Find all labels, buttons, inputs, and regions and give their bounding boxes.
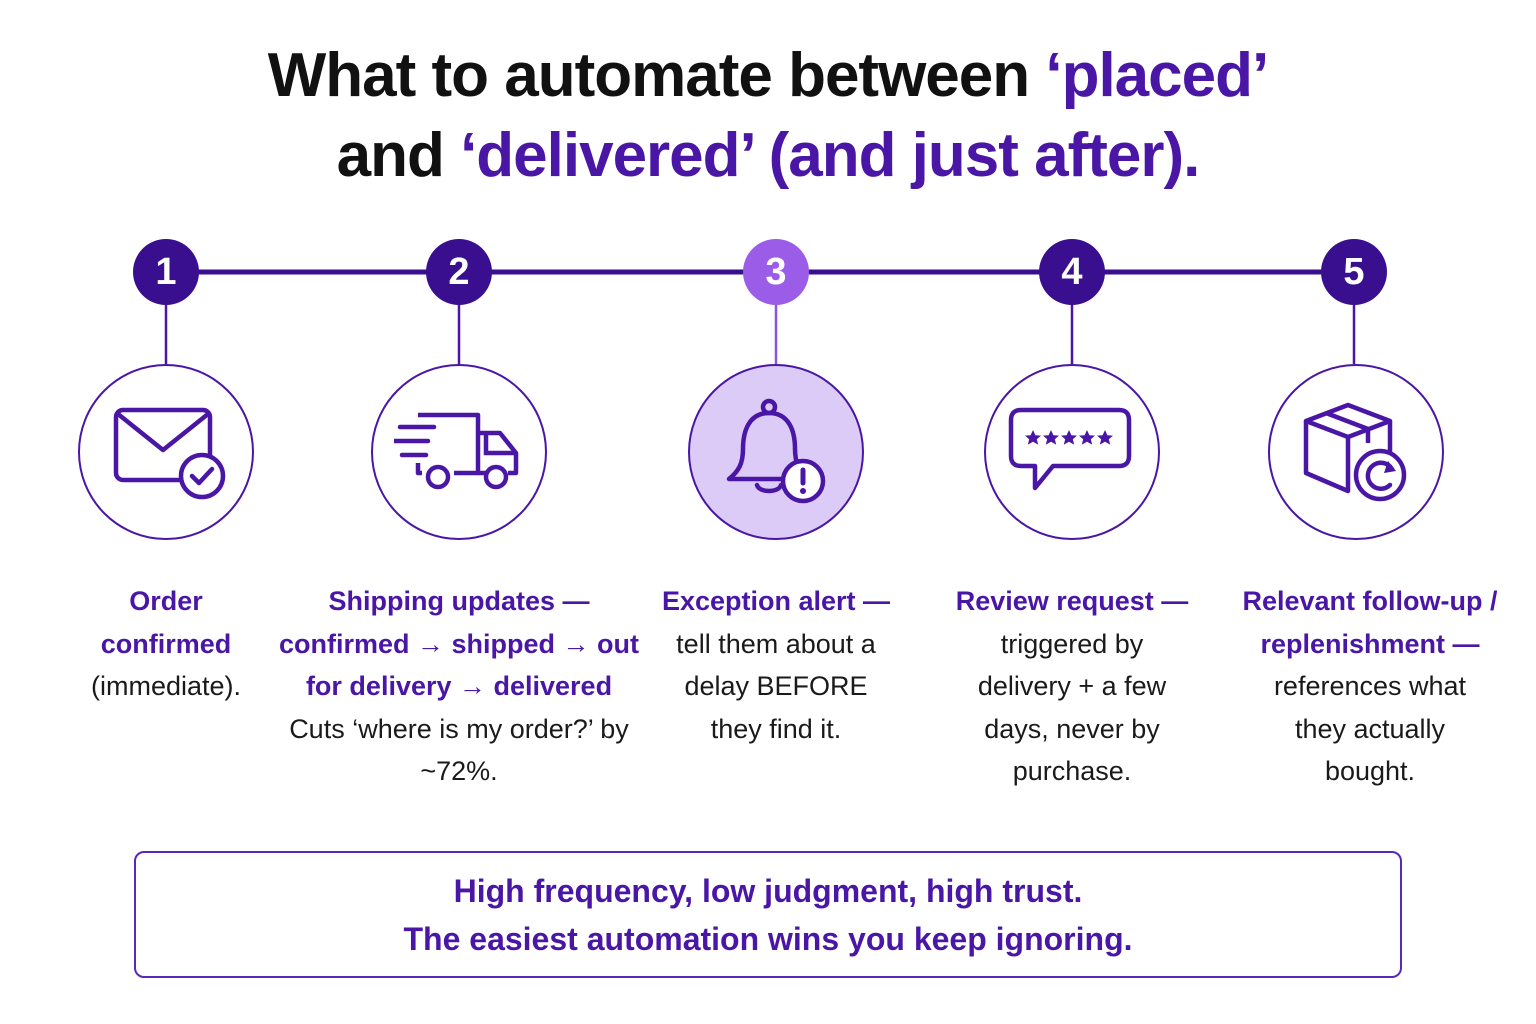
title-highlight-delivered: ‘delivered’ (and just after). <box>460 121 1200 190</box>
step-number-1: 1 <box>133 239 199 305</box>
title-line-2: and ‘delivered’ (and just after). <box>336 121 1201 190</box>
callout-box: High frequency, low judgment, high trust… <box>134 851 1402 978</box>
step-icon-circle-2 <box>371 364 547 540</box>
step-caption-2: Shipping updates — confirmed → shipped →… <box>279 580 639 793</box>
page-title: What to automate between ‘placed’ and ‘d… <box>0 36 1536 196</box>
step-body-3: tell them about a delay BEFORE they find… <box>676 628 876 744</box>
step-caption-4: Review request — triggered by delivery +… <box>932 580 1212 793</box>
review-stars-bubble-icon <box>1008 407 1132 491</box>
step-heading-2: Shipping updates — confirmed → shipped →… <box>279 586 640 701</box>
title-line-1: What to automate between ‘placed’ <box>267 41 1269 110</box>
step-body-1: (immediate). <box>90 671 242 701</box>
callout-line-2: The easiest automation wins you keep ign… <box>403 920 1133 957</box>
bell-alert-icon <box>726 398 826 504</box>
step-body-4: triggered by delivery + a few days, neve… <box>977 628 1167 787</box>
step-icon-circle-5 <box>1268 364 1444 540</box>
step-body-5: references what they actually bought. <box>1273 671 1467 786</box>
delivery-truck-icon <box>394 412 519 490</box>
step-heading-4: Review request — <box>955 586 1189 616</box>
step-heading-3: Exception alert — <box>661 586 891 616</box>
step-heading-5: Relevant follow-up / replenishment — <box>1242 586 1498 659</box>
box-refresh-icon <box>1303 402 1407 502</box>
step-number-3: 3 <box>743 239 809 305</box>
rating-stars <box>1025 430 1113 445</box>
callout-line-1: High frequency, low judgment, high trust… <box>453 872 1083 909</box>
step-icon-circle-4 <box>984 364 1160 540</box>
step-number-5: 5 <box>1321 239 1387 305</box>
step-number-4: 4 <box>1039 239 1105 305</box>
step-icon-circle-3 <box>688 364 864 540</box>
title-highlight-placed: ‘placed’ <box>1045 41 1269 110</box>
step-number-2: 2 <box>426 239 492 305</box>
step-icon-circle-1 <box>78 364 254 540</box>
envelope-check-icon <box>113 407 226 500</box>
step-heading-1: Order confirmed <box>100 586 232 659</box>
step-caption-1: Order confirmed (immediate). <box>16 580 316 708</box>
step-caption-3: Exception alert — tell them about a dela… <box>633 580 919 750</box>
step-caption-5: Relevant follow-up / replenishment — ref… <box>1220 580 1520 793</box>
step-body-2: Cuts ‘where is my order?’ by ~72%. <box>289 713 629 787</box>
